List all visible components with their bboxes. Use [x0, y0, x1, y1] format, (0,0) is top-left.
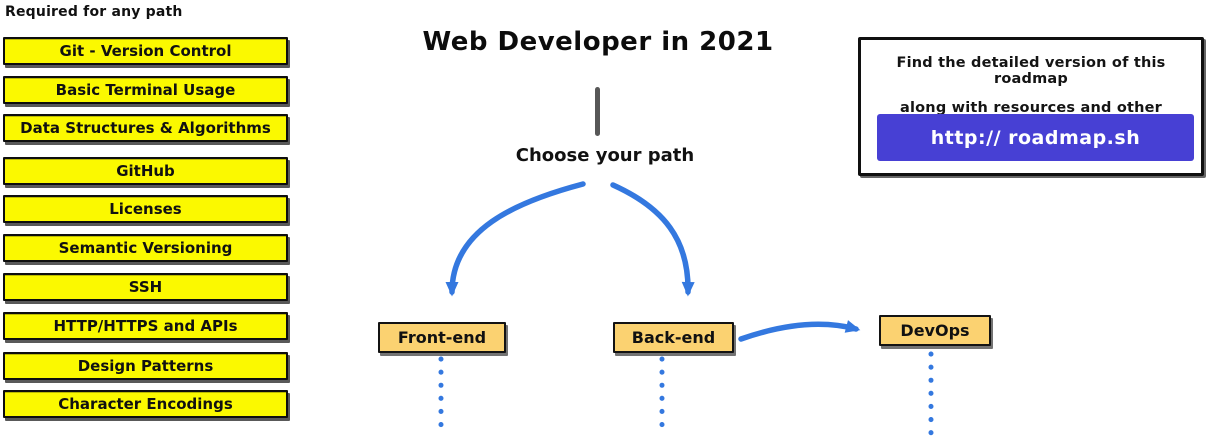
- arrow-choose-to-backend: [610, 182, 695, 297]
- topic-ssh[interactable]: SSH: [3, 273, 288, 301]
- topic-semantic-versioning[interactable]: Semantic Versioning: [3, 234, 288, 262]
- topic-git-version-control[interactable]: Git - Version Control: [3, 37, 288, 65]
- path-node-devops[interactable]: DevOps: [879, 315, 991, 346]
- title-stem-line: [595, 87, 600, 136]
- arrow-backend-to-devops: [738, 320, 861, 342]
- info-line-1: Find the detailed version of this roadma…: [896, 55, 1166, 87]
- roadmap-sh-link-button[interactable]: http:// roadmap.sh: [877, 114, 1194, 161]
- arrow-choose-to-frontend: [445, 181, 586, 297]
- topic-basic-terminal-usage[interactable]: Basic Terminal Usage: [3, 76, 288, 104]
- path-node-backend[interactable]: Back-end: [613, 322, 734, 353]
- topic-design-patterns[interactable]: Design Patterns: [3, 352, 288, 380]
- topic-licenses[interactable]: Licenses: [3, 195, 288, 223]
- topic-http-https-apis[interactable]: HTTP/HTTPS and APIs: [3, 312, 288, 340]
- topic-data-structures-algorithms[interactable]: Data Structures & Algorithms: [3, 114, 288, 142]
- topic-character-encodings[interactable]: Character Encodings: [3, 390, 288, 418]
- sidebar-heading: Required for any path: [5, 4, 183, 20]
- topic-github[interactable]: GitHub: [3, 157, 288, 185]
- choose-your-path-label: Choose your path: [515, 145, 695, 166]
- roadmap-info-box: Find the detailed version of this roadma…: [858, 37, 1204, 176]
- path-node-frontend[interactable]: Front-end: [378, 322, 506, 353]
- page-title: Web Developer in 2021: [422, 27, 774, 57]
